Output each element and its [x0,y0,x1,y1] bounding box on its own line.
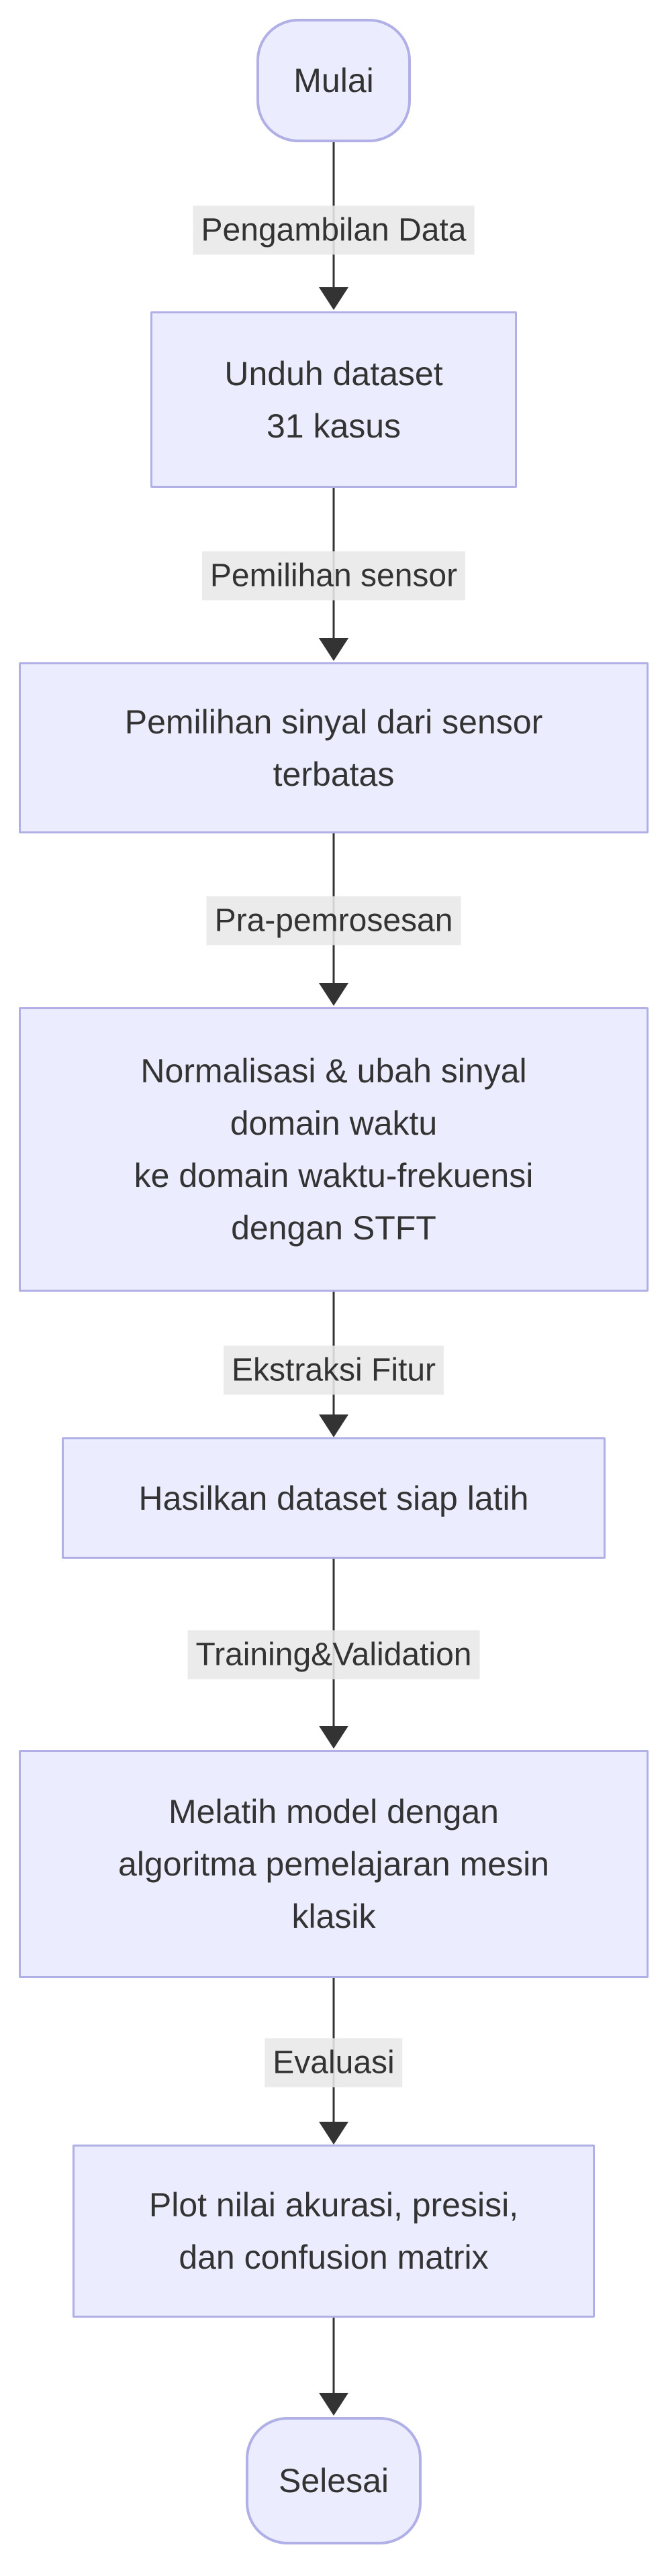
edge-label-pemilihan-sensor: Pemilihan sensor [201,551,466,601]
flowchart-node-train-model: Melatih model dengan algoritma pemelajar… [19,1750,649,1978]
edge-label-pengambilan-data: Pengambilan Data [193,205,475,255]
arrowhead-down-icon [319,2122,348,2145]
flowchart-node-preprocessing: Normalisasi & ubah sinyal domain waktu k… [19,1007,649,1292]
arrowhead-down-icon [319,1414,348,1437]
node-label-plot-results: Plot nilai akurasi, presisi, dan confusi… [148,2186,519,2276]
flowchart-node-signal-selection: Pemilihan sinyal dari sensor terbatas [19,662,649,833]
flowchart-node-plot-results: Plot nilai akurasi, presisi, dan confusi… [73,2145,595,2318]
edge-label-ekstraksi-fitur: Ekstraksi Fitur [223,1345,444,1395]
flowchart-node-end: Selesai [246,2417,422,2544]
flowchart-node-download-dataset: Unduh dataset 31 kasus [150,311,517,488]
flowchart-node-start: Mulai [256,19,411,142]
node-label-start: Mulai [293,62,374,99]
arrow-line [332,2318,335,2394]
arrowhead-down-icon [319,638,348,661]
node-label-end: Selesai [279,2462,389,2500]
node-label-train-model: Melatih model dengan algoritma pemelajar… [118,1793,549,1935]
edge-label-pra-pemrosesan: Pra-pemrosesan [206,896,461,945]
node-label-dataset-ready: Hasilkan dataset siap latih [138,1479,529,1517]
node-label-preprocessing: Normalisasi & ubah sinyal domain waktu k… [134,1052,534,1247]
edge-label-evaluasi: Evaluasi [265,2038,403,2088]
node-label-download-dataset: Unduh dataset 31 kasus [224,354,443,445]
flowchart-node-dataset-ready: Hasilkan dataset siap latih [62,1437,606,1559]
edge-label-training-validation: Training&Validation [187,1630,480,1680]
node-label-signal-selection: Pemilihan sinyal dari sensor terbatas [124,703,543,793]
arrowhead-down-icon [319,2393,348,2416]
arrowhead-down-icon [319,983,348,1006]
arrowhead-down-icon [319,287,348,310]
arrowhead-down-icon [319,1726,348,1749]
edge-arrow-plot-to-end [319,2318,348,2416]
